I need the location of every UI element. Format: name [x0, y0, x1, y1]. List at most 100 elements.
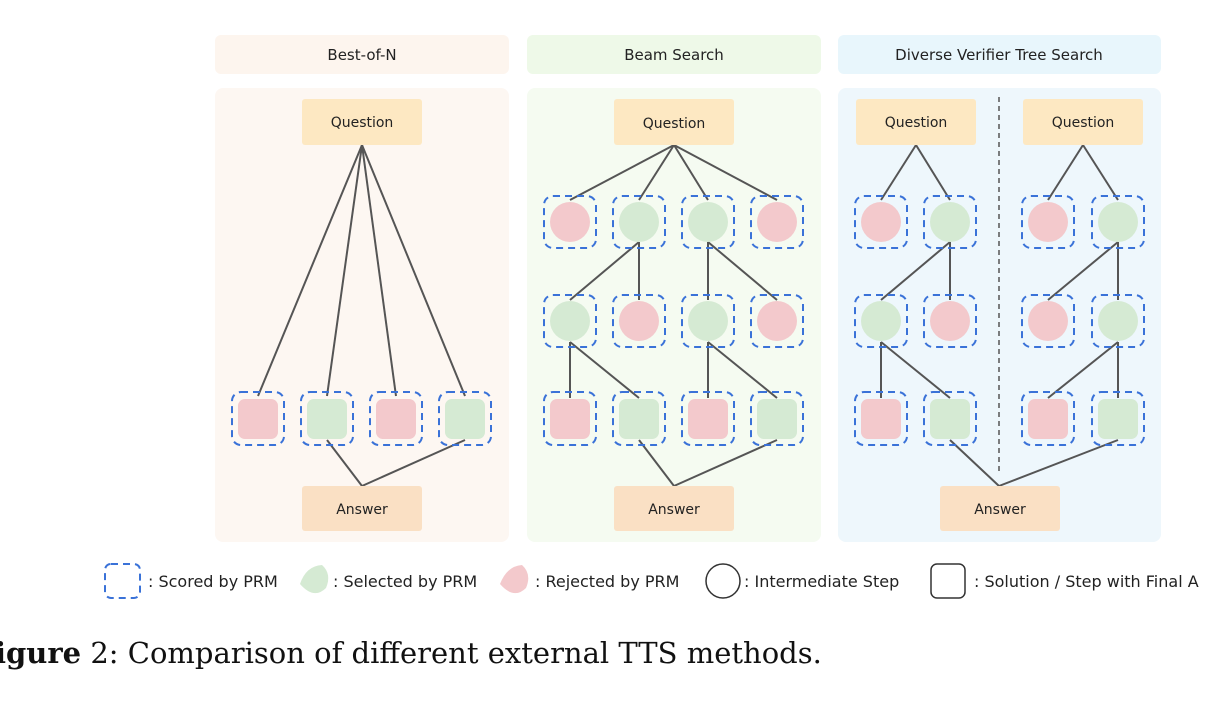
legend-scored-label: : Scored by PRM — [148, 572, 278, 591]
solution-node-selected — [930, 399, 970, 439]
best-of-n-question-label: Question — [331, 115, 394, 131]
scored-outline — [854, 195, 908, 249]
beam-search-level-3 — [543, 391, 804, 446]
beam-search-answer-label: Answer — [648, 502, 700, 518]
scored-outline — [543, 195, 597, 249]
legend-selected-label: : Selected by PRM — [333, 572, 477, 591]
solution-node-selected — [445, 399, 485, 439]
solution-node-rejected — [688, 399, 728, 439]
legend-scored-swatch — [104, 563, 141, 599]
best-of-n-edges — [257, 144, 466, 487]
solution-node-rejected — [1028, 399, 1068, 439]
beam-search-answer-box — [614, 486, 734, 531]
scored-outline — [438, 391, 492, 446]
scored-outline — [923, 294, 977, 348]
scored-outline — [543, 391, 597, 446]
caption-label: igure — [0, 636, 82, 670]
dvts-edges — [880, 144, 1119, 487]
step-node-rejected — [757, 301, 797, 341]
scored-outline — [750, 294, 804, 348]
figure-caption: igure 2: Comparison of different externa… — [0, 636, 822, 670]
step-node-rejected — [1028, 301, 1068, 341]
beam-search-title-bar — [527, 35, 821, 74]
scored-outline — [681, 195, 735, 249]
step-node-rejected — [757, 202, 797, 242]
scored-outline — [1021, 195, 1075, 249]
legend-solution-swatch — [930, 563, 966, 599]
beam-search-level-1 — [543, 195, 804, 249]
solution-node-rejected — [861, 399, 901, 439]
beam-search-panel — [527, 88, 821, 542]
scored-outline — [543, 294, 597, 348]
dvts-left-subtree — [854, 195, 977, 446]
step-node-selected — [861, 301, 901, 341]
dvts-answer-label: Answer — [974, 502, 1026, 518]
scored-outline — [923, 195, 977, 249]
dvts-question-label-right: Question — [1052, 115, 1115, 131]
best-of-n-answer-box — [302, 486, 422, 531]
dvts-question-box-right — [1023, 99, 1143, 145]
legend-intermediate-label: : Intermediate Step — [744, 572, 899, 591]
scored-outline — [750, 195, 804, 249]
scored-outline — [612, 391, 666, 446]
best-of-n-answer-label: Answer — [336, 502, 388, 518]
scored-outline — [923, 391, 977, 446]
best-of-n-title: Best-of-N — [327, 46, 396, 64]
step-node-rejected — [861, 202, 901, 242]
dvts-answer-box — [940, 486, 1060, 531]
solution-node-selected — [619, 399, 659, 439]
dvts-question-box-left — [856, 99, 976, 145]
scored-outline — [854, 294, 908, 348]
scored-outline — [1091, 294, 1145, 348]
scored-outline — [369, 391, 423, 446]
legend-rejected-swatch — [500, 565, 529, 594]
scored-outline — [612, 294, 666, 348]
scored-outline — [854, 391, 908, 446]
dvts-question-label-left: Question — [885, 115, 948, 131]
legend-solution-label: : Solution / Step with Final A — [974, 572, 1199, 591]
scored-outline — [1091, 195, 1145, 249]
best-of-n-solutions — [231, 391, 492, 446]
beam-search-question-label: Question — [643, 116, 706, 132]
dvts-title-bar — [838, 35, 1161, 74]
scored-outline — [750, 391, 804, 446]
step-node-selected — [688, 301, 728, 341]
step-node-selected — [1098, 301, 1138, 341]
step-node-selected — [688, 202, 728, 242]
caption-text: : Comparison of different external TTS m… — [108, 636, 822, 670]
step-node-rejected — [550, 202, 590, 242]
solution-node-selected — [757, 399, 797, 439]
legend-intermediate-swatch — [705, 563, 741, 599]
scored-outline — [1021, 391, 1075, 446]
beam-search-question-box — [614, 99, 734, 145]
beam-search-level-2 — [543, 294, 804, 348]
best-of-n-question-box — [302, 99, 422, 145]
step-node-rejected — [930, 301, 970, 341]
beam-search-edges — [569, 144, 778, 487]
scored-outline — [681, 294, 735, 348]
scored-outline — [1021, 294, 1075, 348]
scored-outline — [681, 391, 735, 446]
dvts-title: Diverse Verifier Tree Search — [895, 46, 1103, 64]
legend-selected-swatch — [300, 565, 329, 594]
caption-number: 2 — [81, 636, 109, 670]
step-node-selected — [930, 202, 970, 242]
scored-outline — [1091, 391, 1145, 446]
beam-search-title: Beam Search — [624, 46, 724, 64]
step-node-rejected — [619, 301, 659, 341]
step-node-selected — [550, 301, 590, 341]
dvts-right-subtree — [1021, 195, 1145, 446]
step-node-selected — [1098, 202, 1138, 242]
scored-outline — [300, 391, 354, 446]
solution-node-rejected — [550, 399, 590, 439]
scored-outline — [231, 391, 285, 446]
solution-node-rejected — [376, 399, 416, 439]
legend: : Scored by PRM : Selected by PRM : Reje… — [104, 563, 1199, 599]
step-node-rejected — [1028, 202, 1068, 242]
scored-outline — [612, 195, 666, 249]
solution-node-selected — [307, 399, 347, 439]
legend-rejected-label: : Rejected by PRM — [535, 572, 679, 591]
solution-node-rejected — [238, 399, 278, 439]
step-node-selected — [619, 202, 659, 242]
